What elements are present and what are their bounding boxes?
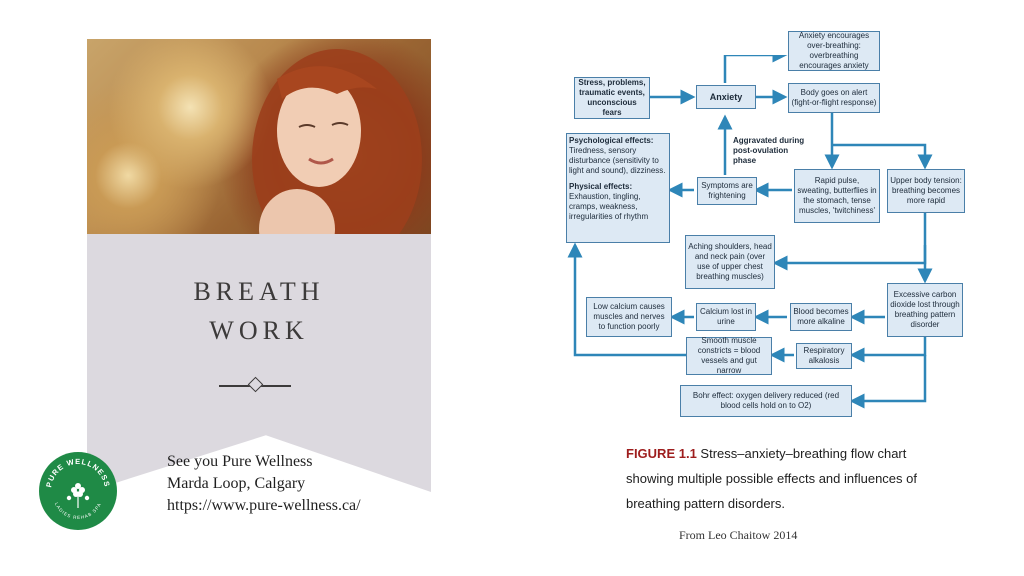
box-effects: Psychological effects: Tiredness, sensor… bbox=[566, 133, 670, 243]
stress-anxiety-flowchart: Stress, problems, traumatic events, unco… bbox=[560, 31, 975, 425]
figure-label: FIGURE 1.1 bbox=[626, 446, 697, 461]
box-rapid-pulse: Rapid pulse, sweating, butterflies in th… bbox=[794, 169, 880, 223]
photo-illustration bbox=[252, 49, 422, 234]
box-aching: Aching shoulders, head and neck pain (ov… bbox=[685, 235, 775, 289]
box-alkaline: Blood becomes more alkaline bbox=[790, 303, 852, 331]
footer-link[interactable]: https://www.pure-wellness.ca/ bbox=[167, 497, 361, 514]
box-alkalosis: Respiratory alkalosis bbox=[796, 343, 852, 369]
pure-wellness-logo: PURE WELLNESS LADIES REHAB SPA bbox=[39, 452, 117, 530]
footer-line1: See you Pure Wellness bbox=[167, 453, 313, 470]
flowchart-arrows bbox=[567, 55, 933, 409]
box-upper-body: Upper body tension: breathing becomes mo… bbox=[887, 169, 965, 213]
box-anxiety: Anxiety bbox=[696, 85, 756, 109]
footer-line2: Marda Loop, Calgary bbox=[167, 475, 306, 492]
box-encourages: Anxiety encourages over-breathing: overb… bbox=[788, 31, 880, 71]
box-alert: Body goes on alert (fight-or-flight resp… bbox=[788, 83, 880, 113]
figure-caption-text: Stress–anxiety–breathing flow chart show… bbox=[626, 446, 917, 511]
woman-breathing-photo bbox=[87, 39, 431, 234]
box-smooth-muscle: Smooth muscle constricts = blood vessels… bbox=[686, 336, 772, 375]
phys-body: Exhaustion, tingling, cramps, weakness, … bbox=[569, 192, 649, 221]
box-frightening: Symptoms are frightening bbox=[697, 177, 757, 205]
footer-text: See you Pure Wellness Marda Loop, Calgar… bbox=[167, 451, 361, 517]
figure-source: From Leo Chaitow 2014 bbox=[679, 528, 798, 542]
box-co2: Excessive carbon dioxide lost through br… bbox=[887, 283, 963, 337]
slide-title-line2: WORK bbox=[209, 316, 309, 345]
slide-title-line1: BREATH bbox=[193, 277, 325, 306]
flower-icon bbox=[66, 483, 90, 508]
figure-caption: FIGURE 1.1 Stress–anxiety–breathing flow… bbox=[626, 441, 926, 516]
logo-graphic: PURE WELLNESS LADIES REHAB SPA bbox=[44, 457, 111, 520]
phys-title: Physical effects: bbox=[569, 182, 633, 191]
box-stress: Stress, problems, traumatic events, unco… bbox=[574, 77, 650, 119]
psych-body: Tiredness, sensory disturbance (sensitiv… bbox=[569, 146, 666, 175]
box-calcium-lost: Calcium lost in urine bbox=[696, 303, 756, 331]
box-low-calcium: Low calcium causes muscles and nerves to… bbox=[586, 297, 672, 337]
psych-title: Psychological effects: bbox=[569, 136, 654, 145]
aggravated-note: Aggravated during post-ovulation phase bbox=[733, 136, 805, 165]
box-bohr: Bohr effect: oxygen delivery reduced (re… bbox=[680, 385, 852, 417]
